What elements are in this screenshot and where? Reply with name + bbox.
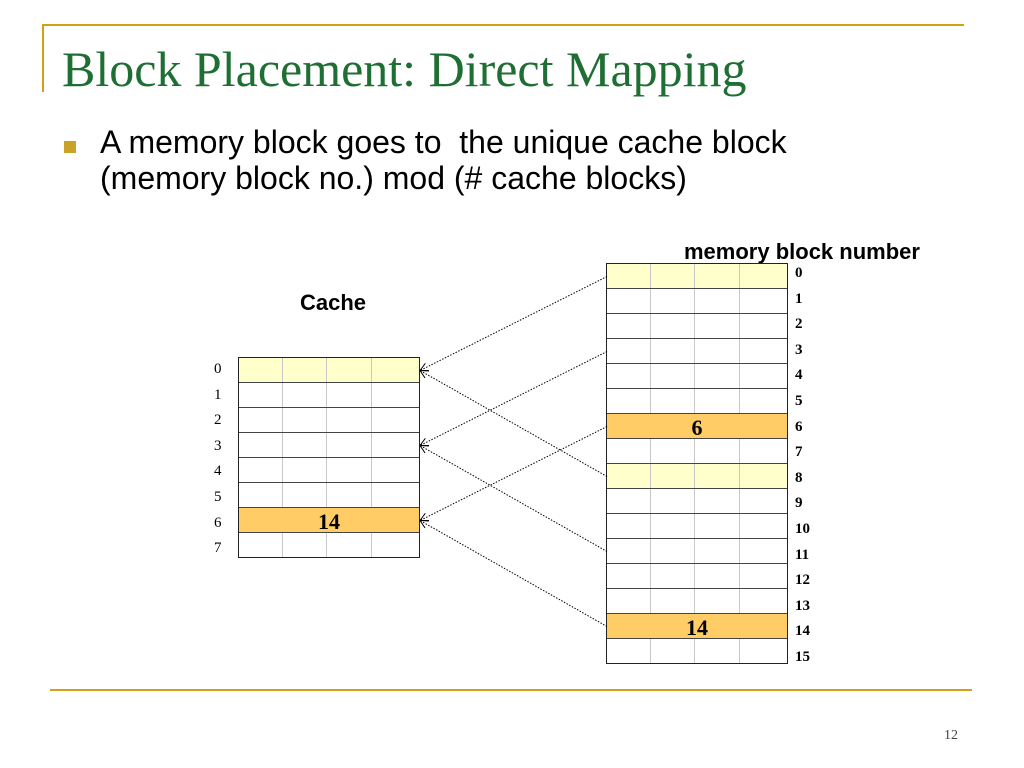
- memory-index-8: 8: [795, 469, 803, 486]
- memory-index-0: 0: [795, 265, 803, 281]
- cache-block-table: 14: [238, 357, 420, 558]
- mapping-arrow-6-to-6: [419, 426, 608, 521]
- cache-index-4: 4: [214, 463, 222, 480]
- cache-index-0: 0: [214, 361, 222, 377]
- cache-block-row-2: [239, 408, 419, 433]
- bullet-line-2: (memory block no.) mod (# cache blocks): [100, 160, 687, 196]
- bullet-square-icon: [64, 141, 76, 153]
- cache-label: Cache: [300, 290, 367, 315]
- memory-block-row-5: [607, 389, 787, 414]
- memory-block-row-12: [607, 564, 787, 589]
- cache-block-row-5: [239, 483, 419, 508]
- cache-index-6: 6: [214, 514, 222, 531]
- cache-index-3: 3: [214, 437, 222, 454]
- slide-frame-left-rule: [42, 24, 44, 92]
- mapping-arrow-11-to-3: [419, 445, 608, 552]
- slide-title: Block Placement: Direct Mapping: [62, 41, 747, 97]
- cache-block-row-7: [239, 533, 419, 557]
- memory-block-value-6: 6: [691, 415, 703, 440]
- memory-block-row-15: [607, 639, 787, 663]
- cache-index-2: 2: [214, 412, 222, 429]
- memory-index-1: 1: [795, 290, 803, 307]
- memory-index-6: 6: [795, 418, 803, 435]
- mapping-arrow-8-to-0: [419, 370, 608, 477]
- cache-block-row-6: 14: [239, 508, 419, 534]
- memory-index-12: 12: [795, 572, 810, 589]
- slide-frame-bottom-rule: [50, 689, 972, 691]
- memory-block-row-3: [607, 339, 787, 364]
- memory-index-5: 5: [795, 392, 803, 409]
- memory-index-14: 14: [795, 623, 810, 640]
- memory-block-row-2: [607, 314, 787, 339]
- memory-block-row-13: [607, 589, 787, 614]
- memory-block-row-10: [607, 514, 787, 539]
- memory-block-row-14: 14: [607, 614, 787, 640]
- memory-index-10: 10: [795, 520, 810, 537]
- cache-index-7: 7: [214, 540, 222, 557]
- bullet-line-1: A memory block goes to the unique cache …: [100, 124, 787, 160]
- cache-block-row-4: [239, 458, 419, 483]
- slide-frame-top-rule: [42, 24, 964, 26]
- memory-block-row-4: [607, 364, 787, 389]
- bullet-text: A memory block goes to the unique cache …: [100, 124, 980, 196]
- cache-index-5: 5: [214, 488, 222, 505]
- mapping-arrow-0-to-0: [419, 276, 608, 371]
- memory-block-row-11: [607, 539, 787, 564]
- memory-index-11: 11: [795, 546, 810, 563]
- mapping-arrow-14-to-6: [419, 520, 608, 627]
- memory-index-2: 2: [795, 316, 803, 333]
- cache-block-row-3: [239, 433, 419, 458]
- memory-index-9: 9: [795, 495, 803, 512]
- cache-block-row-0: [239, 358, 419, 383]
- cache-block-row-1: [239, 383, 419, 408]
- memory-block-row-0: [607, 264, 787, 289]
- cache-index-1: 1: [214, 386, 222, 403]
- memory-block-row-7: [607, 439, 787, 464]
- memory-block-number-label: memory block number: [684, 239, 920, 264]
- cache-block-value-6: 14: [318, 509, 340, 534]
- memory-block-row-1: [607, 289, 787, 314]
- memory-block-row-6: 6: [607, 414, 787, 440]
- memory-block-row-9: [607, 489, 787, 514]
- mapping-arrow-3-to-3: [419, 351, 608, 446]
- memory-index-15: 15: [795, 648, 810, 665]
- memory-index-3: 3: [795, 341, 803, 358]
- memory-index-13: 13: [795, 597, 810, 614]
- memory-block-row-8: [607, 464, 787, 489]
- memory-block-table: 6 14: [606, 263, 788, 664]
- cache-index-column: 0 1 2 3 4 5 6 7: [214, 357, 222, 562]
- memory-index-4: 4: [795, 367, 803, 384]
- memory-index-7: 7: [795, 444, 803, 461]
- slide-page-number: 12: [944, 728, 958, 743]
- memory-block-value-14: 14: [686, 615, 708, 640]
